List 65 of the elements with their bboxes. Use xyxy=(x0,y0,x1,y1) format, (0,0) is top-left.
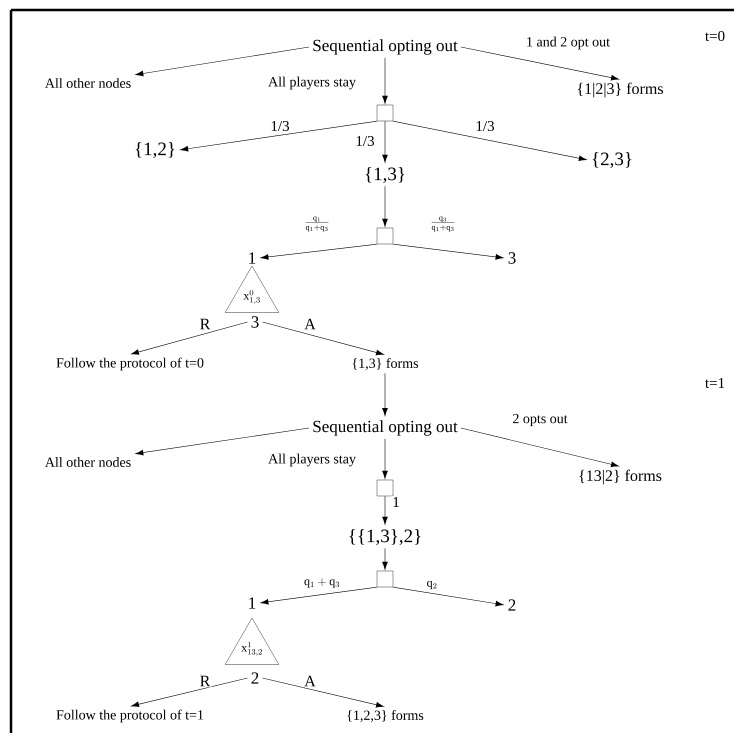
arrow xyxy=(382,496,388,525)
edge-label: All players stay xyxy=(267,76,357,90)
arrow xyxy=(382,548,388,570)
arrow xyxy=(392,586,504,606)
edge-label: A xyxy=(303,674,317,688)
arrow xyxy=(131,322,248,355)
node-label: 1 xyxy=(249,252,256,264)
node-label: All other nodes xyxy=(45,78,131,88)
edge-label: 1 xyxy=(391,496,401,508)
edge-label: 1 and 2 opt out xyxy=(525,36,611,50)
node-label: Sequential opting out xyxy=(313,420,458,436)
arrow xyxy=(382,438,388,479)
arrow xyxy=(260,244,378,260)
node-label: {1,3} forms xyxy=(352,358,418,370)
arrow xyxy=(382,58,388,104)
edge-label: 1/3 xyxy=(354,134,376,148)
edge-label: R xyxy=(198,318,212,330)
arrow xyxy=(262,678,384,708)
chance-box xyxy=(376,480,394,496)
node-label: All other nodes xyxy=(45,457,131,467)
arrow xyxy=(382,120,388,163)
node-label: Follow the protocol of t=1 xyxy=(56,710,204,722)
node-label: {1,2} xyxy=(136,142,174,158)
node-label: {1,3} xyxy=(366,166,404,184)
chance-box xyxy=(376,228,394,244)
node-label: Sequential opting out xyxy=(313,39,458,55)
arrow xyxy=(460,428,619,468)
edge-label: $\frac{\mathrm{q}_{3}}{\mathrm{q}_{1}+\mathrm{q}_{3}}$ xyxy=(429,216,457,232)
chance-box xyxy=(376,104,394,122)
node-label: {2,3} xyxy=(592,152,632,168)
decision-triangle: $\mathrm{x}^{0}_{1,3}$ xyxy=(224,266,280,313)
node-label: Follow the protocol of t=0 xyxy=(56,358,204,370)
arrow xyxy=(260,586,378,605)
edge-label: 2 opts out xyxy=(511,412,569,428)
arrow xyxy=(392,120,587,162)
period-label: t=1 xyxy=(705,378,724,388)
period-label: t=0 xyxy=(705,30,724,42)
edge-label: $\mathrm{q}_{1}+\mathrm{q}_{3}$ xyxy=(303,577,341,589)
edge-label: $\frac{\mathrm{q}_{1}}{\mathrm{q}_{1}+\mathrm{q}_{3}}$ xyxy=(303,216,331,232)
arrow xyxy=(135,46,310,76)
arrow xyxy=(135,428,310,456)
chance-box xyxy=(376,570,394,588)
edge-label: R xyxy=(198,674,212,688)
decision-triangle: $\mathrm{x}^{1}_{13,2}$ xyxy=(224,618,280,665)
node-label: 3 xyxy=(252,316,259,328)
node-label: 2 xyxy=(508,599,516,611)
node-label: 3 xyxy=(508,252,516,264)
edge-label: 1/3 xyxy=(269,120,291,132)
arrow xyxy=(392,244,504,260)
edge-label: All players stay xyxy=(267,452,357,468)
node-label: {13|2} forms xyxy=(580,470,662,484)
arrow xyxy=(460,46,619,80)
edge-label: A xyxy=(303,318,317,330)
arrow xyxy=(262,322,384,356)
edge-label: 1/3 xyxy=(474,120,496,132)
arrow xyxy=(382,372,388,416)
node-label: 1 xyxy=(249,597,256,609)
arrow xyxy=(131,678,248,708)
edge-label: $\mathrm{q}_{2}$ xyxy=(426,580,438,590)
arrow xyxy=(180,120,378,152)
node-label: {{1,3},2} xyxy=(350,528,420,546)
node-label: {1,2,3} forms xyxy=(347,710,424,722)
arrow xyxy=(382,186,388,227)
node-label: {1|2|3} forms xyxy=(578,82,663,98)
node-label: 2 xyxy=(252,672,258,684)
